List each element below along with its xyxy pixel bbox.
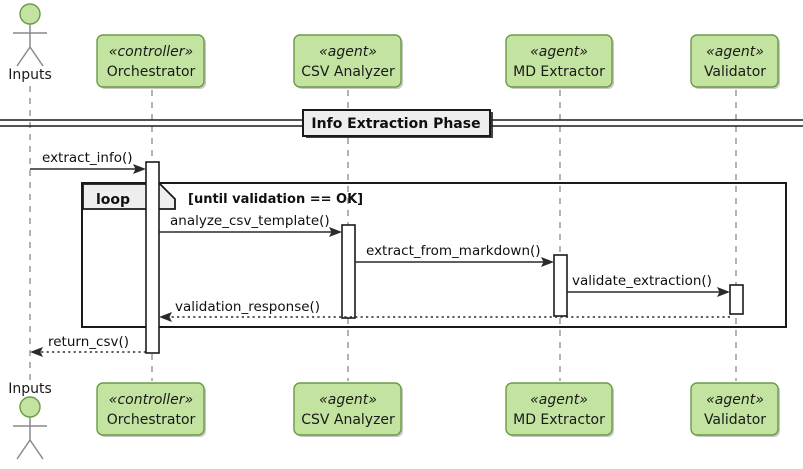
participant-box-csv-analyzer-bottom <box>293 382 402 436</box>
arrow-head-icon <box>717 287 730 297</box>
loop-operator-label: loop <box>96 192 130 208</box>
participant-csv-analyzer-bottom[interactable]: «agent» CSV Analyzer <box>293 382 403 437</box>
participant-name-orchestrator-top: Orchestrator <box>107 64 196 80</box>
participant-validator-top[interactable]: «agent» Validator <box>690 34 780 89</box>
participant-stereotype-csv-analyzer-bottom: «agent» <box>319 392 377 408</box>
participant-stereotype-orchestrator-bottom: «controller» <box>109 392 193 408</box>
participant-csv-analyzer-top[interactable]: «agent» CSV Analyzer <box>293 34 403 89</box>
participant-box-orchestrator-bottom <box>96 382 205 436</box>
message-analyze-csv-template[interactable]: analyze_csv_template() <box>159 213 342 237</box>
participant-box-csv-analyzer-top <box>293 34 402 88</box>
activation-csv-analyzer <box>341 224 356 319</box>
participant-label-inputs-top: Inputs <box>8 67 52 83</box>
message-validate-extraction[interactable]: validate_extraction() <box>567 273 730 297</box>
message-label-extract-info: extract_info() <box>42 150 133 166</box>
actor-body-icon <box>13 24 47 67</box>
arrow-head-icon <box>159 312 172 322</box>
loop-guard-label: [until validation == OK] <box>188 192 363 207</box>
message-extract-info[interactable]: extract_info() <box>30 150 146 174</box>
message-extract-from-markdown[interactable]: extract_from_markdown() <box>355 243 554 267</box>
participant-stereotype-csv-analyzer-top: «agent» <box>319 44 377 60</box>
phase-divider: Info Extraction Phase <box>0 109 803 138</box>
arrow-head-icon <box>30 347 43 357</box>
participant-name-validator-bottom: Validator <box>704 412 766 428</box>
participant-name-orchestrator-bottom: Orchestrator <box>107 412 196 428</box>
divider-box <box>302 109 491 137</box>
participant-name-md-extractor-bottom: MD Extractor <box>513 412 605 428</box>
participant-inputs-top[interactable]: Inputs <box>8 3 52 83</box>
message-label-validation-response: validation_response() <box>175 299 320 315</box>
participant-label-inputs-bottom: Inputs <box>8 381 52 397</box>
participant-name-csv-analyzer-top: CSV Analyzer <box>301 64 395 80</box>
participant-validator-bottom[interactable]: «agent» Validator <box>690 382 780 437</box>
participant-box-md-extractor-bottom <box>505 382 613 436</box>
participant-orchestrator-top[interactable]: «controller» Orchestrator <box>96 34 206 89</box>
participant-stereotype-orchestrator-top: «controller» <box>109 44 193 60</box>
participant-stereotype-md-extractor-bottom: «agent» <box>530 392 588 408</box>
participant-name-md-extractor-top: MD Extractor <box>513 64 605 80</box>
divider-label: Info Extraction Phase <box>311 116 480 132</box>
participant-box-orchestrator-top <box>96 34 205 88</box>
participant-box-validator-top <box>690 34 779 88</box>
participant-box-md-extractor-top <box>505 34 613 88</box>
loop-frame-border <box>81 182 787 328</box>
participant-stereotype-validator-top: «agent» <box>706 44 764 60</box>
participant-md-extractor-bottom[interactable]: «agent» MD Extractor <box>505 382 614 437</box>
participant-inputs-bottom[interactable]: Inputs <box>8 381 52 460</box>
activation-orchestrator <box>145 161 160 354</box>
participant-orchestrator-bottom[interactable]: «controller» Orchestrator <box>96 382 206 437</box>
arrow-head-icon <box>541 257 554 267</box>
message-label-analyze-csv-template: analyze_csv_template() <box>170 213 330 229</box>
arrow-head-icon <box>133 164 146 174</box>
actor-head-icon <box>19 3 41 25</box>
participant-stereotype-validator-bottom: «agent» <box>706 392 764 408</box>
actor-head-icon <box>19 396 41 418</box>
message-validation-response[interactable]: validation_response() <box>159 299 730 322</box>
message-label-extract-from-markdown: extract_from_markdown() <box>366 243 541 259</box>
participant-name-csv-analyzer-bottom: CSV Analyzer <box>301 412 395 428</box>
actor-body-icon <box>13 417 47 460</box>
participant-name-validator-top: Validator <box>704 64 766 80</box>
message-label-validate-extraction: validate_extraction() <box>572 273 712 289</box>
participant-md-extractor-top[interactable]: «agent» MD Extractor <box>505 34 614 89</box>
participant-box-validator-bottom <box>690 382 779 436</box>
activation-md-extractor <box>553 254 568 317</box>
arrow-head-icon <box>329 227 342 237</box>
participant-stereotype-md-extractor-top: «agent» <box>530 44 588 60</box>
activation-validator <box>729 284 744 315</box>
activation-bars <box>145 161 744 354</box>
message-label-return-csv: return_csv() <box>48 334 129 350</box>
message-return-csv[interactable]: return_csv() <box>30 334 146 357</box>
